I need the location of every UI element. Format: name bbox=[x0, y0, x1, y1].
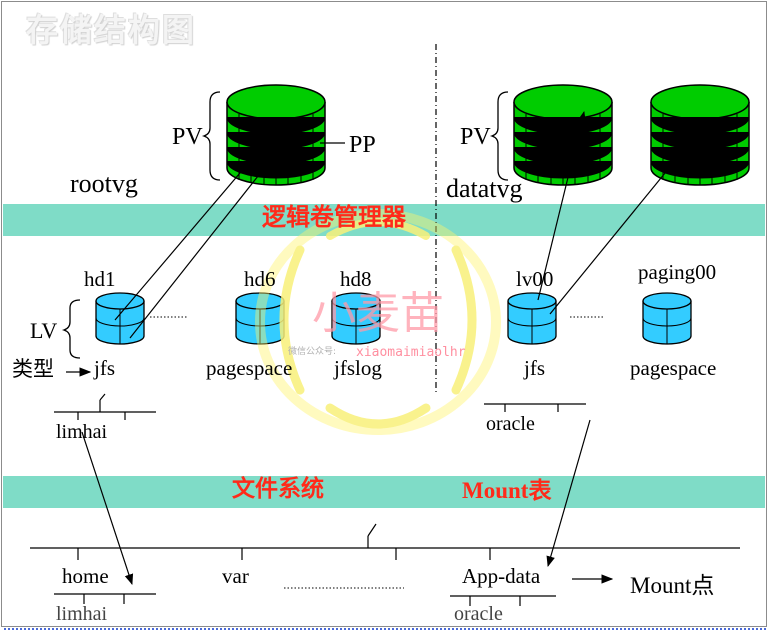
fs-name-oracle: oracle bbox=[486, 413, 535, 435]
mount-tree bbox=[30, 523, 740, 606]
pv-label-rootvg: PV bbox=[172, 124, 203, 150]
lv-type-hd8: jfslog bbox=[334, 356, 382, 380]
lv-marker-label: LV bbox=[30, 318, 58, 343]
type-label: 类型 bbox=[12, 357, 54, 381]
lv-cylinder-lv00 bbox=[507, 292, 557, 345]
mount-home: home bbox=[62, 564, 109, 588]
lv-to-pv-arrow-2 bbox=[129, 127, 297, 339]
mount-app-data: App-data bbox=[462, 564, 541, 588]
pv-brace-rootvg bbox=[201, 91, 221, 181]
pv-brace-datatvg bbox=[489, 91, 509, 181]
pv-disk-datatvg-2 bbox=[650, 84, 750, 186]
pv-disk-rootvg bbox=[226, 84, 326, 186]
lv-name-paging00: paging00 bbox=[638, 260, 717, 284]
mount-app-child: oracle bbox=[454, 603, 503, 625]
lv-name-hd1: hd1 bbox=[84, 267, 116, 291]
bottom-dotted-border bbox=[4, 628, 766, 630]
limhai-mount-arrow bbox=[81, 431, 134, 586]
watermark-sub-prefix: 微信公众号: bbox=[288, 347, 337, 357]
diagram-title: 存储结构图 bbox=[26, 11, 197, 49]
filesystem-band-label: 文件系统 bbox=[232, 476, 324, 502]
lv-type-hd1: jfs bbox=[94, 356, 115, 380]
lv-name-lv00: lv00 bbox=[516, 267, 554, 291]
lv-to-pv-arrow-4 bbox=[549, 139, 693, 315]
lv-cylinder-paging00 bbox=[642, 292, 692, 345]
lv-cylinder-hd1 bbox=[95, 292, 145, 345]
filesystem-band bbox=[3, 476, 765, 508]
lv-to-pv-arrow-3 bbox=[537, 110, 586, 301]
pv-label-datatvg: PV bbox=[460, 124, 491, 150]
lv-brace bbox=[61, 299, 81, 359]
lv-name-hd8: hd8 bbox=[340, 267, 372, 291]
mount-var: var bbox=[222, 564, 249, 588]
lv-type-hd6: pagespace bbox=[206, 356, 293, 380]
fs-tree-right bbox=[484, 403, 586, 412]
fs-name-limhai: limhai bbox=[56, 421, 108, 443]
fs-tree-left bbox=[54, 393, 156, 420]
watermark-sub-id: xiaomaimiaolhr bbox=[356, 345, 466, 360]
pv-disk-datatvg-1 bbox=[513, 84, 613, 186]
lv-name-hd6: hd6 bbox=[244, 267, 276, 291]
rootvg-label: rootvg bbox=[70, 169, 138, 198]
pp-label: PP bbox=[349, 132, 376, 158]
mount-point-label: Mount点 bbox=[630, 573, 715, 598]
lvm-band-label: 逻辑卷管理器 bbox=[262, 203, 406, 231]
lv-type-paging00: pagespace bbox=[630, 356, 717, 380]
lv-to-pv-arrow-1 bbox=[114, 139, 269, 321]
lv-cylinder-hd8 bbox=[331, 292, 381, 345]
diagram-frame bbox=[1, 1, 767, 627]
watermark-main: 小麦苗 bbox=[312, 288, 444, 339]
lv-type-lv00: jfs bbox=[524, 356, 545, 380]
datatvg-label: datatvg bbox=[446, 174, 523, 203]
oracle-mount-arrow bbox=[546, 419, 591, 568]
mount-home-child: limhai bbox=[56, 603, 108, 625]
watermark-logo bbox=[255, 209, 501, 435]
mount-table-label: Mount表 bbox=[462, 478, 552, 503]
